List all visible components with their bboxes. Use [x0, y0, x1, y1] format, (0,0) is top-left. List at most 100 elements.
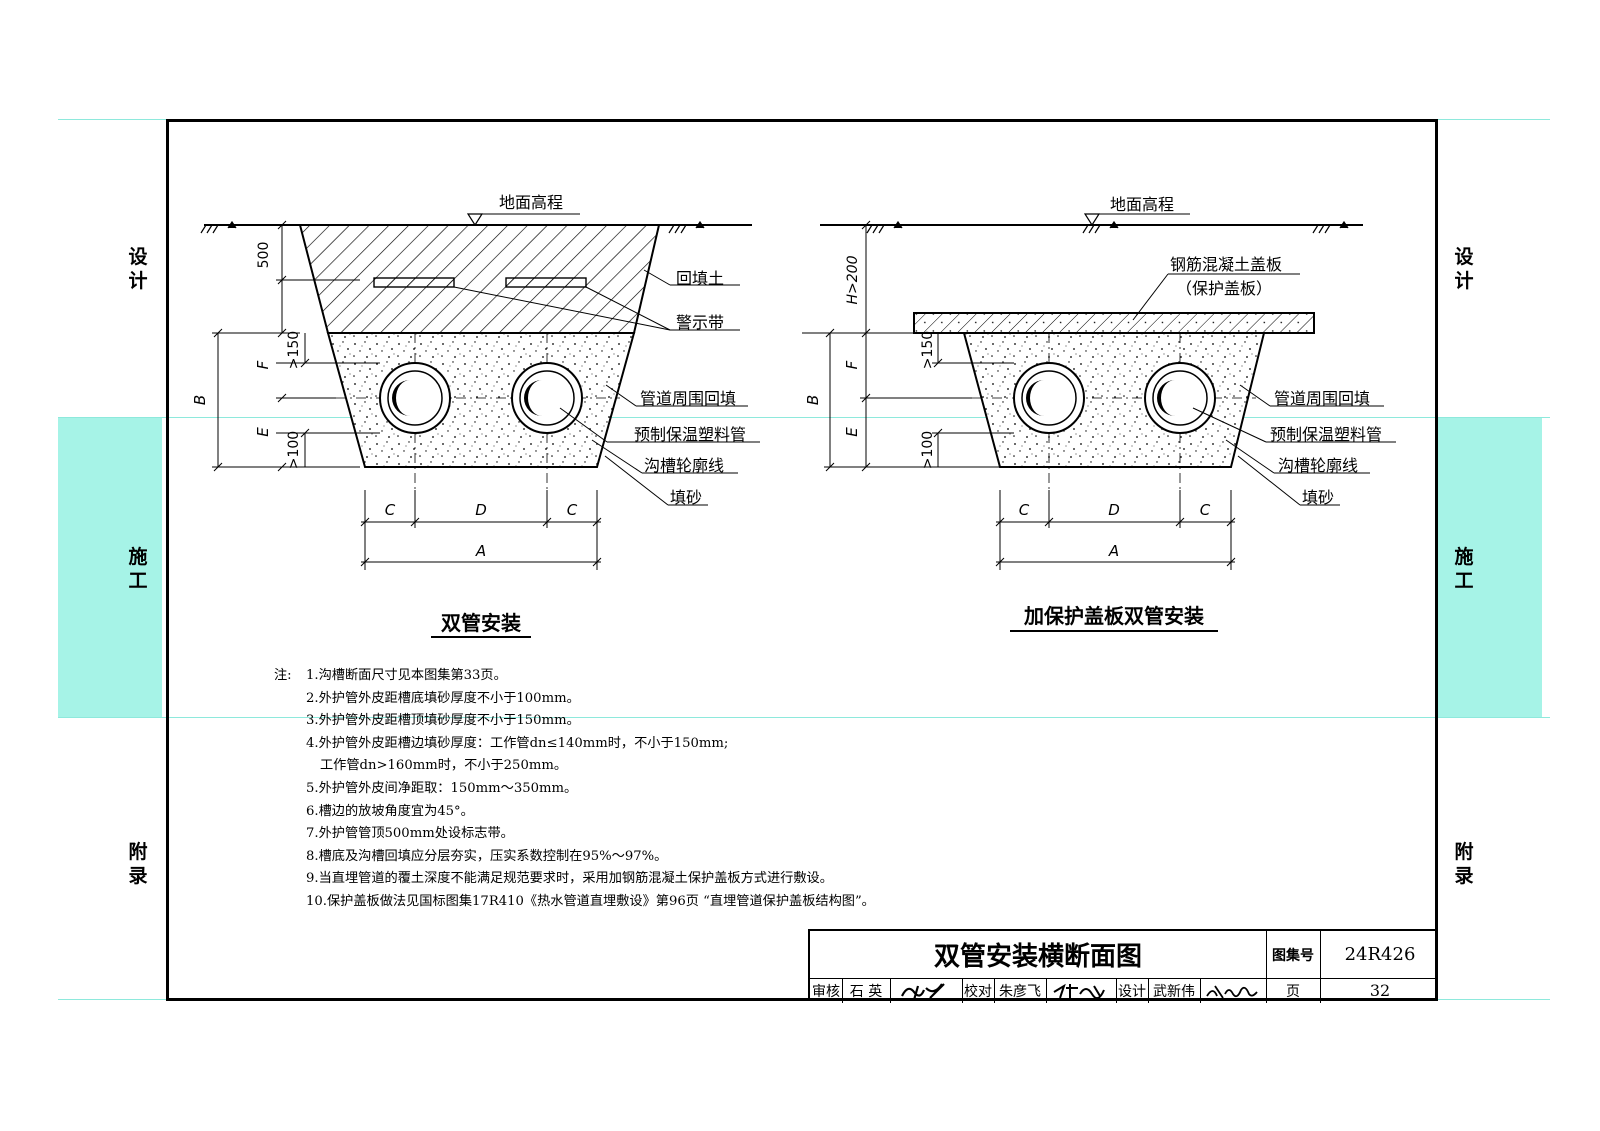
notes-heading: 注:	[274, 668, 292, 683]
side-label-construction-left: 施 工	[128, 546, 148, 592]
dim-label-C-left-left: C	[385, 501, 396, 519]
note-item-5: 5.外护管外皮间净距取：150mm～350mm。	[306, 780, 578, 796]
insulated-pipe-left-1	[379, 362, 451, 434]
dim-label-D-right: D	[1108, 501, 1120, 519]
design-label: 设计	[1118, 983, 1146, 1000]
notes-block: 注: 1.沟槽断面尺寸见本图集第33页。 2.外护管外皮距槽底填砂厚度不小于100…	[274, 665, 875, 914]
dim-label-B-total-right: B	[804, 395, 822, 405]
dim-label-B-total-left: B	[191, 395, 209, 405]
note-row-8: 8.槽底及沟槽回填应分层夯实，压实系数控制在95%～97%。	[274, 846, 875, 869]
warning-tape-left-1	[373, 277, 455, 288]
note-item-6: 6.槽边的放坡角度宜为45°。	[306, 803, 474, 819]
designer-name: 武新伟	[1153, 983, 1195, 1000]
caption-left: 双管安装	[441, 611, 521, 635]
drawing-title: 双管安装横断面图	[933, 942, 1142, 972]
note-row-9: 9.当直埋管道的覆土深度不能满足规范要求时，采用加钢筋混凝土保护盖板方式进行敷设…	[274, 868, 875, 891]
check-label: 校对	[964, 983, 992, 1000]
dim-label-C-right-right: C	[1200, 501, 1211, 519]
drawing-frame	[166, 119, 1438, 1001]
sand-zone-left	[326, 332, 636, 468]
note-row-4b: 工作管dn>160mm时，不小于250mm。	[274, 755, 875, 778]
note-item-1: 1.沟槽断面尺寸见本图集第33页。	[306, 668, 507, 683]
dim-label-ge150-left: >150	[286, 331, 302, 369]
note-row-4: 4.外护管外皮距槽边填砂厚度：工作管dn≤140mm时，不小于150mm;	[274, 733, 875, 756]
side-label-design-right: 设 计	[1454, 246, 1474, 292]
dimension-lines-right	[802, 220, 1236, 570]
note-item-8: 8.槽底及沟槽回填应分层夯实，压实系数控制在95%～97%。	[306, 848, 668, 864]
dim-label-C-right-left: C	[567, 501, 578, 519]
sand-zone-right	[962, 332, 1266, 468]
dim-label-A-left: A	[475, 542, 486, 560]
callout-leaders-left	[453, 269, 760, 506]
callout-warning-tape-left: 警示带	[676, 313, 724, 332]
dim-label-500-left: 500	[256, 242, 272, 269]
left-figure: B 500 F E >150 >100 C D C A 地面高程 回填土 警示带…	[191, 193, 760, 638]
left-accent-band	[58, 417, 162, 717]
ground-symbols-right	[866, 220, 1349, 234]
callout-pipe-surround-right: 管道周围回填	[1274, 389, 1370, 408]
atlas-number: 24R426	[1344, 944, 1416, 965]
slab-label-line2: （保护盖板）	[1176, 279, 1272, 298]
callout-trench-outline-left: 沟槽轮廓线	[644, 456, 724, 475]
reviewer-name: 石 英	[849, 983, 883, 1000]
note-item-2: 2.外护管外皮距槽底填砂厚度不小于100mm。	[306, 690, 580, 706]
note-row-1: 注: 1.沟槽断面尺寸见本图集第33页。	[274, 665, 875, 688]
note-item-3: 3.外护管外皮距槽顶填砂厚度不小于150mm。	[306, 713, 580, 729]
atlas-number-label: 图集号	[1272, 947, 1314, 964]
checker-name: 朱彦飞	[999, 983, 1041, 1000]
insulated-pipe-right-2	[1144, 362, 1216, 434]
insulated-pipe-right-1	[1013, 362, 1085, 434]
callout-backfill-soil-left: 回填土	[676, 269, 724, 288]
dim-label-F-left: F	[254, 360, 272, 369]
side-label-design-left: 设 计	[128, 246, 148, 292]
callout-trench-outline-right: 沟槽轮廓线	[1278, 456, 1358, 475]
note-item-9: 9.当直埋管道的覆土深度不能满足规范要求时，采用加钢筋混凝土保护盖板方式进行敷设…	[306, 871, 833, 887]
dim-label-A-right: A	[1108, 542, 1119, 560]
note-item-10: 10.保护盖板做法见国标图集17R410《热水管道直埋敷设》第96页 “直埋管道…	[306, 893, 875, 909]
reviewer-signature	[890, 978, 962, 1003]
dim-label-E-left: E	[254, 427, 272, 437]
band-divider-top	[58, 417, 1550, 418]
protective-slab	[913, 312, 1315, 334]
dim-label-ge100-left: >100	[286, 431, 302, 469]
ground-elevation-label-right: 地面高程	[1110, 195, 1174, 214]
caption-right: 加保护盖板双管安装	[1023, 604, 1204, 628]
dim-label-ge100-right: >100	[920, 431, 936, 469]
dim-label-H-right: H>200	[845, 255, 861, 304]
note-row-2: 2.外护管外皮距槽底填砂厚度不小于100mm。	[274, 688, 875, 711]
insulated-pipe-left-2	[511, 362, 583, 434]
note-item-7: 7.外护管管顶500mm处设标志带。	[306, 826, 514, 842]
note-row-10: 10.保护盖板做法见国标图集17R410《热水管道直埋敷设》第96页 “直埋管道…	[274, 891, 875, 914]
ground-elevation-marker-right	[1083, 213, 1190, 227]
callout-insulated-pipe-right: 预制保温塑料管	[1270, 425, 1382, 444]
callout-insulated-pipe-left: 预制保温塑料管	[634, 425, 746, 444]
side-label-appendix-right: 附 录	[1454, 841, 1474, 887]
callout-sand-fill-right: 填砂	[1302, 488, 1334, 507]
ground-elevation-marker-left	[466, 213, 580, 227]
callout-leaders-right	[1132, 273, 1396, 506]
warning-tape-left-2	[505, 277, 587, 288]
ground-elevation-label-left: 地面高程	[499, 193, 563, 212]
callout-pipe-surround-left: 管道周围回填	[640, 389, 736, 408]
callout-sand-fill-left: 填砂	[670, 488, 702, 507]
note-row-7: 7.外护管管顶500mm处设标志带。	[274, 823, 875, 846]
note-row-3: 3.外护管外皮距槽顶填砂厚度不小于150mm。	[274, 710, 875, 733]
band-divider-bottom	[58, 717, 1550, 718]
dim-label-D-left: D	[475, 501, 487, 519]
note-item-4-continued: 工作管dn>160mm时，不小于250mm。	[320, 758, 568, 774]
note-row-5: 5.外护管外皮间净距取：150mm～350mm。	[274, 778, 875, 801]
dimension-lines-left	[212, 220, 602, 570]
right-accent-band	[1438, 417, 1542, 717]
side-label-construction-right: 施 工	[1454, 546, 1474, 592]
page-label: 页	[1286, 983, 1300, 1000]
ground-symbols-left	[200, 220, 705, 234]
dim-label-F-right: F	[843, 360, 861, 369]
note-row-6: 6.槽边的放坡角度宜为45°。	[274, 801, 875, 824]
review-label: 审核	[812, 983, 840, 1000]
checker-signature	[1046, 978, 1116, 1003]
side-label-appendix-left: 附 录	[128, 841, 148, 887]
dim-label-C-left-right: C	[1019, 501, 1030, 519]
right-figure: B H>200 F E >150 >100 C D C A 地面高程 钢筋混凝土…	[802, 195, 1396, 632]
designer-signature	[1200, 978, 1266, 1003]
